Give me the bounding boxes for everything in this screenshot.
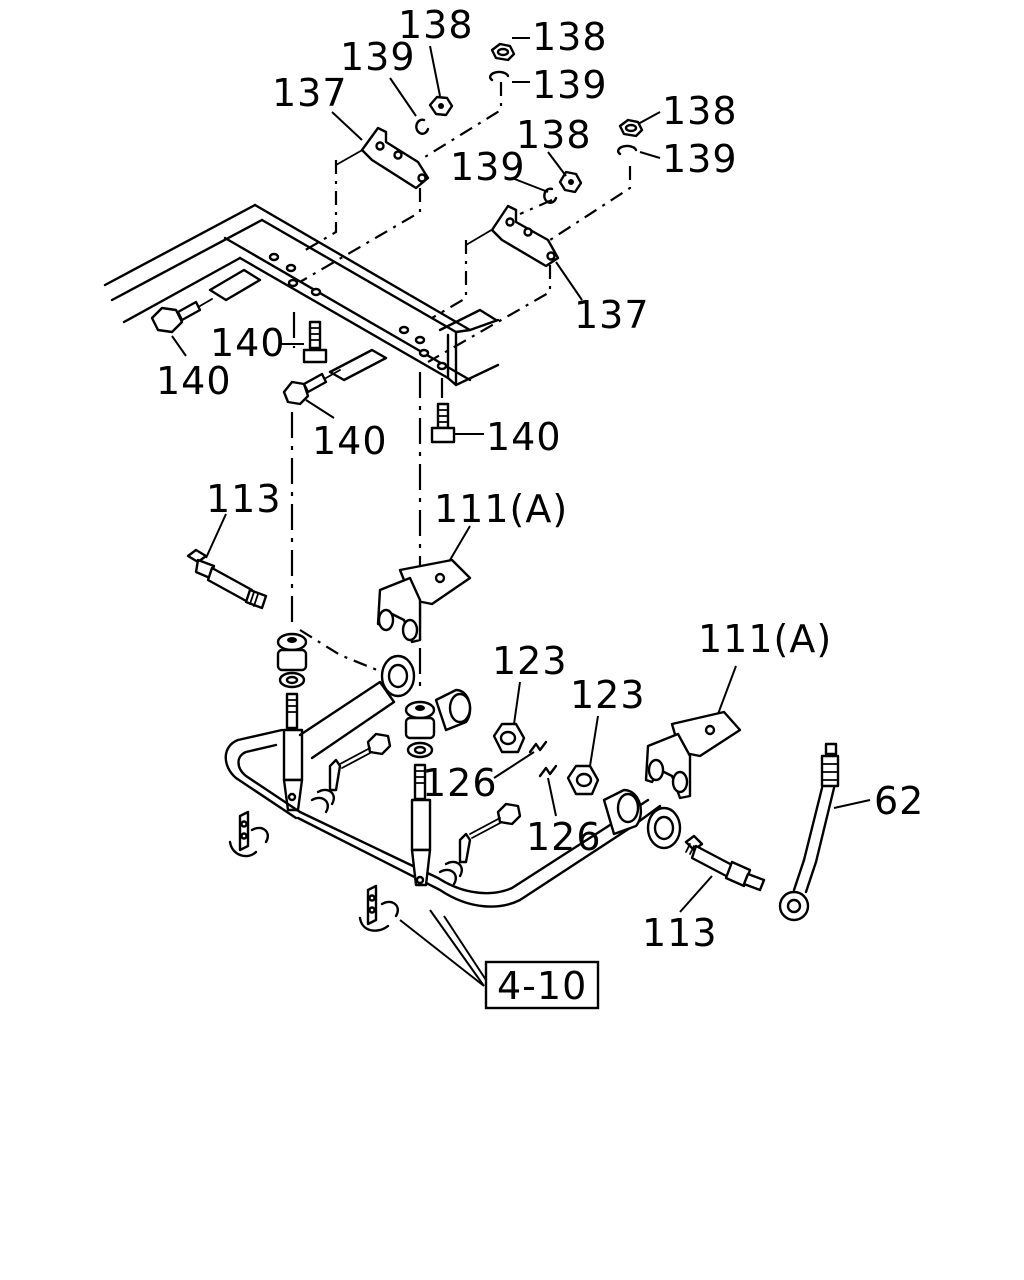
label-140: 140 (312, 419, 388, 463)
bracket-137-right[interactable] (490, 204, 560, 268)
bracket-137-left[interactable] (360, 126, 430, 190)
bolt-140-c[interactable] (282, 369, 341, 406)
washer-139-a[interactable] (415, 118, 430, 135)
label-138: 138 (662, 89, 738, 133)
label-113: 113 (642, 911, 718, 955)
bushing-stack-left[interactable] (276, 632, 308, 812)
bracket-111a-lower[interactable] (644, 710, 742, 800)
label-139: 139 (340, 35, 416, 79)
frame-crossmember (103, 139, 552, 387)
label-139: 139 (662, 137, 738, 181)
label-123: 123 (492, 639, 568, 683)
label-140: 140 (156, 359, 232, 403)
bolt-113-left[interactable] (186, 548, 268, 610)
label-140: 140 (486, 415, 562, 459)
label-137: 137 (272, 71, 348, 115)
label-138: 138 (516, 113, 592, 157)
callout-labels: 138 139 137 138 139 138 139 138 139 137 … (156, 3, 924, 955)
reference-box-4-10[interactable]: 4-10 (484, 960, 600, 1010)
leader-lines (171, 37, 871, 987)
mount-bolt-lower[interactable] (458, 802, 522, 864)
bushing-middle[interactable] (434, 688, 472, 732)
reference-box-label: 4-10 (497, 964, 587, 1008)
label-139: 139 (450, 145, 526, 189)
bracket-111a-upper[interactable] (376, 558, 472, 644)
bushing-stack-right[interactable] (404, 700, 436, 887)
clip-126-b[interactable] (538, 764, 558, 778)
label-138: 138 (398, 3, 474, 47)
label-137: 137 (574, 293, 650, 337)
clip-126-a[interactable] (528, 740, 548, 754)
bolt-140-a[interactable] (150, 298, 213, 334)
nut-138-d[interactable] (618, 118, 644, 138)
label-126: 126 (526, 815, 602, 859)
link-62[interactable] (778, 742, 840, 922)
label-139: 139 (532, 63, 608, 107)
nut-138-c[interactable] (558, 170, 583, 194)
bolt-140-b[interactable] (302, 320, 328, 364)
clamp-left[interactable] (228, 810, 269, 858)
washer-139-c[interactable] (543, 187, 558, 204)
bolt-140-d[interactable] (430, 402, 456, 444)
label-140: 140 (210, 321, 286, 365)
label-111a: 111(A) (698, 617, 832, 661)
label-138: 138 (532, 15, 608, 59)
nut-138-b[interactable] (490, 42, 516, 62)
washer-139-b[interactable] (489, 70, 510, 82)
clamp-lower[interactable] (358, 884, 399, 932)
mount-bolt-upper[interactable] (328, 732, 392, 792)
washer-139-d[interactable] (617, 144, 638, 156)
label-123: 123 (570, 673, 646, 717)
bushing-right[interactable] (602, 788, 643, 836)
label-62: 62 (874, 779, 924, 823)
nut-123-b[interactable] (566, 764, 600, 796)
label-111a: 111(A) (434, 487, 568, 531)
nut-138-a[interactable] (428, 95, 454, 117)
bolt-113-right[interactable] (684, 834, 766, 892)
label-113: 113 (206, 477, 282, 521)
label-126: 126 (422, 761, 498, 805)
stabilizer-bar[interactable] (224, 654, 682, 908)
clamp-right-mid[interactable] (438, 860, 463, 886)
nut-123-a[interactable] (492, 722, 526, 754)
clamp-mid[interactable] (310, 788, 335, 814)
